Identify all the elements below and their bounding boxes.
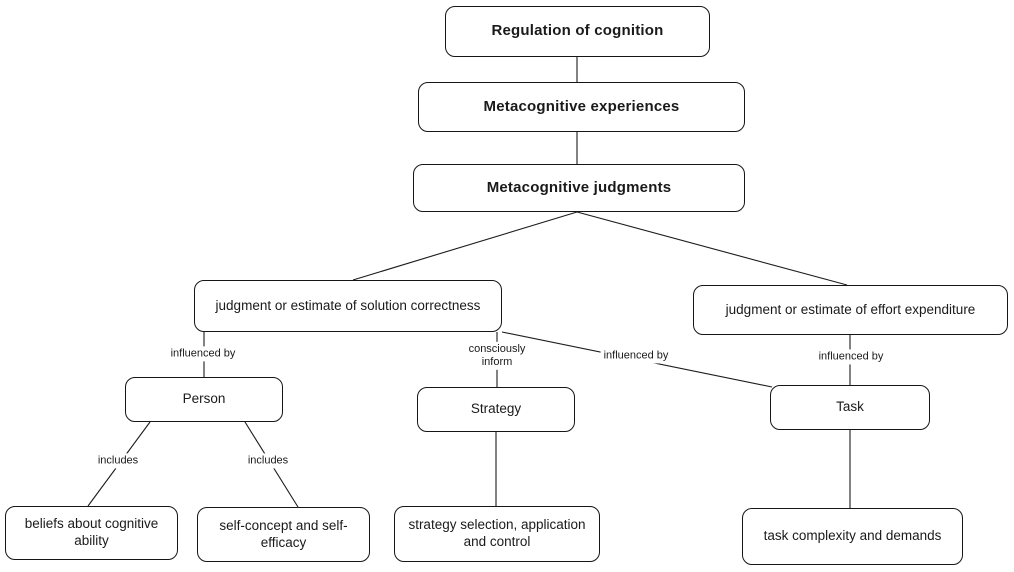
node-label-strategy-selection-application-control: strategy selection, application and cont… (408, 517, 586, 549)
node-strategy: Strategy (417, 387, 575, 432)
node-self-concept-and-self-efficacy: self-concept and self-efficacy (197, 507, 370, 562)
node-metacognitive-experiences: Metacognitive experiences (418, 82, 745, 132)
node-judgment-solution-correctness: judgment or estimate of solution correct… (194, 280, 502, 332)
node-metacognitive-judgments: Metacognitive judgments (413, 164, 745, 212)
connector-line-metacognitive-judgments--judgment-solution-correctness (352, 211, 578, 281)
edge-label-judgment-solution-correctness--task: influenced by (600, 348, 672, 364)
edge-label-person--self-concept-and-self-efficacy: includes (244, 453, 292, 469)
node-beliefs-about-cognitive-ability: beliefs about cognitive ability (5, 506, 178, 560)
node-label-judgment-solution-correctness: judgment or estimate of solution correct… (215, 297, 481, 313)
node-label-beliefs-about-cognitive-ability: beliefs about cognitive ability (24, 516, 159, 548)
edge-label-judgment-solution-correctness--strategy: consciously inform (465, 341, 529, 371)
node-label-metacognitive-judgments: Metacognitive judgments (486, 178, 672, 196)
edge-label-judgment-solution-correctness--person: influenced by (167, 346, 239, 362)
node-label-person: Person (182, 391, 226, 407)
node-label-judgment-effort-expenditure: judgment or estimate of effort expenditu… (725, 301, 976, 317)
node-label-task: Task (836, 399, 864, 415)
node-label-task-complexity-and-demands: task complexity and demands (763, 528, 942, 544)
node-task: Task (770, 385, 930, 430)
edge-label-person--beliefs-about-cognitive-ability: includes (94, 453, 142, 469)
node-label-self-concept-and-self-efficacy: self-concept and self-efficacy (219, 517, 348, 550)
node-label-regulation-of-cognition: Regulation of cognition (491, 22, 664, 40)
node-label-metacognitive-experiences: Metacognitive experiences (483, 97, 680, 115)
node-judgment-effort-expenditure: judgment or estimate of effort expenditu… (693, 285, 1008, 335)
connector-line-metacognitive-judgments--judgment-effort-expenditure (576, 211, 848, 286)
node-regulation-of-cognition: Regulation of cognition (445, 6, 710, 57)
node-person: Person (125, 377, 283, 422)
node-strategy-selection-application-control: strategy selection, application and cont… (394, 506, 600, 562)
node-label-strategy: Strategy (470, 401, 522, 417)
node-task-complexity-and-demands: task complexity and demands (742, 508, 963, 565)
edge-label-judgment-effort-expenditure--task: influenced by (815, 349, 887, 365)
